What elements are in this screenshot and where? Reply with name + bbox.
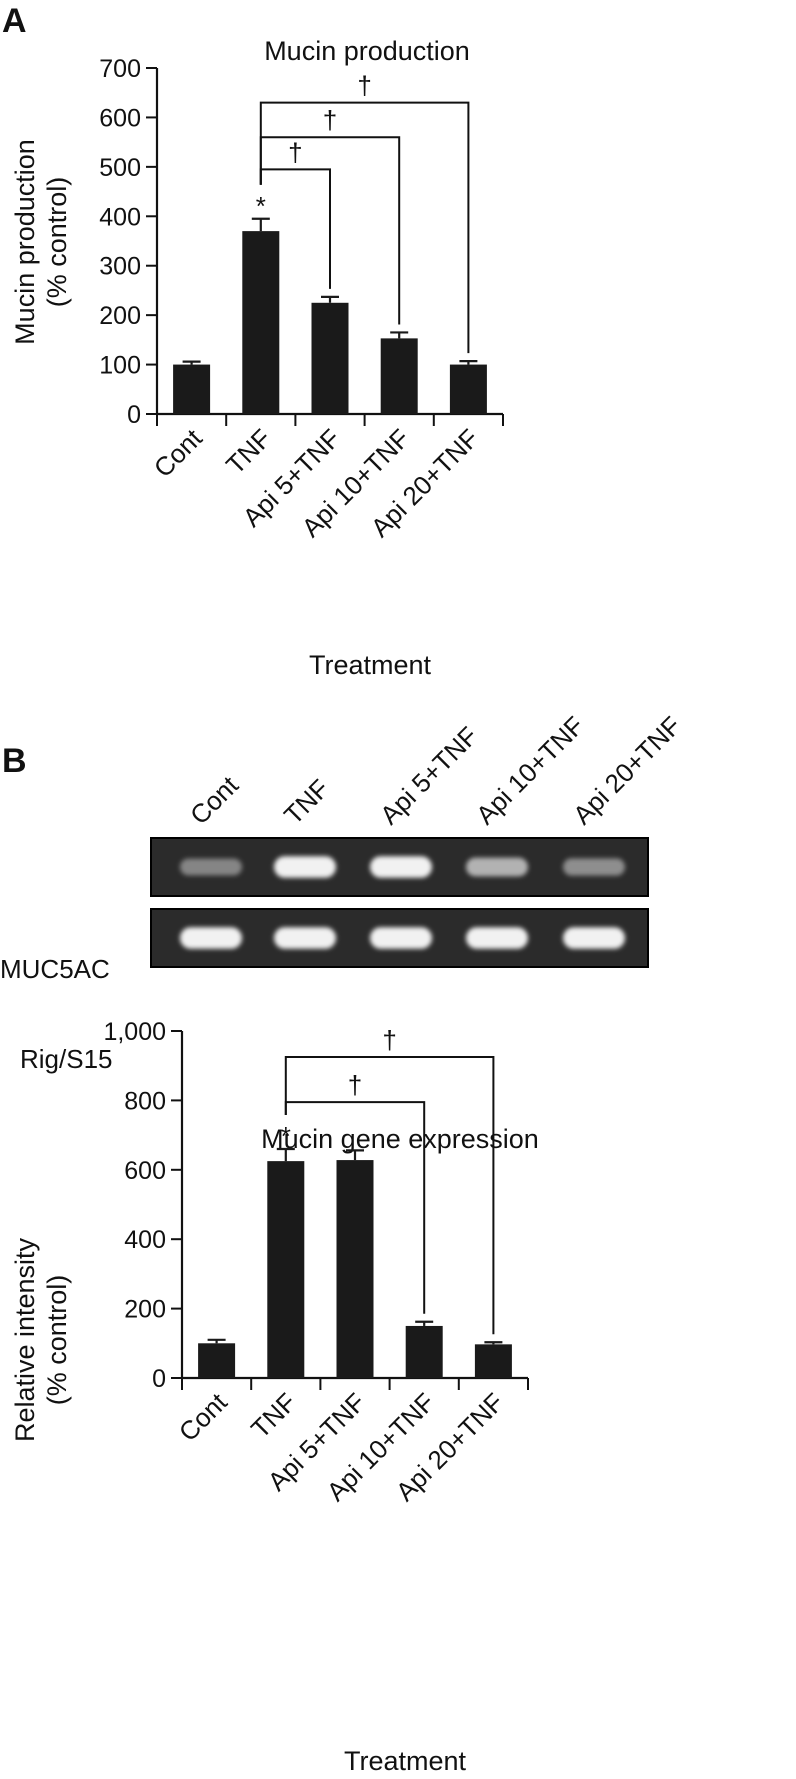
bar-api-10-tnf	[380, 338, 418, 414]
panel-a-letter: A	[2, 2, 27, 40]
bar-api-20-tnf	[449, 364, 487, 414]
y-tick-label: 100	[99, 352, 141, 380]
panel-b-significance: * † †	[281, 1025, 495, 1335]
gel-lane-label-tnf: TNF	[278, 773, 335, 830]
panel-a: A Mucin production Mucin production (% c…	[2, 2, 504, 680]
panel-b-ylabel: Relative intensity (% control)	[10, 1237, 72, 1442]
y-tick-label: 0	[127, 401, 141, 429]
panel-b-y-ticks: 0 200 400 600 800 1,000	[103, 1018, 182, 1393]
gel-band	[180, 927, 242, 949]
gel-band	[466, 857, 528, 877]
gel-band	[274, 927, 336, 949]
y-tick-label: 600	[99, 104, 141, 132]
bar-tnf	[267, 1161, 305, 1378]
x-tick-label-cont: Cont	[173, 1386, 234, 1447]
y-tick-label: 200	[99, 302, 141, 330]
y-tick-label: 700	[99, 55, 141, 83]
panel-a-y-ticks: 0 100 200 300 400 500 600 700	[99, 55, 157, 429]
gel-band	[180, 858, 242, 876]
x-tick-label-tnf: TNF	[220, 423, 277, 480]
panel-b-ylabel-line1: Relative intensity	[10, 1237, 40, 1442]
gel-band	[563, 927, 625, 949]
gel-lane-label-api-5-tnf: Api 5+TNF	[374, 721, 484, 831]
y-tick-label: 800	[124, 1087, 166, 1115]
y-tick-label: 300	[99, 253, 141, 281]
panel-b-letter: B	[2, 742, 27, 780]
panel-a-xlabel: Treatment	[309, 650, 432, 680]
gel-image	[150, 837, 649, 968]
y-tick-label: 600	[124, 1157, 166, 1185]
bar-api-5-tnf	[311, 302, 349, 414]
significance-star: *	[256, 191, 266, 221]
panel-a-title: Mucin production	[264, 36, 470, 66]
gel-band	[274, 856, 336, 878]
comparison-dagger: †	[382, 1025, 396, 1055]
bar-api-10-tnf	[405, 1325, 443, 1378]
gel-row-label-rigs15: Rig/S15	[20, 1044, 113, 1074]
bar-cont	[198, 1343, 236, 1378]
y-tick-label: 0	[152, 1365, 166, 1393]
comparison-bracket	[259, 101, 470, 354]
comparison-dagger: †	[323, 105, 337, 135]
gel-band	[370, 927, 432, 949]
y-tick-label: 1,000	[103, 1018, 166, 1046]
gel-band	[466, 927, 528, 949]
gel-row-label-muc5ac: MUC5AC	[0, 954, 110, 984]
gel-lane-label-cont: Cont	[184, 770, 245, 831]
panel-a-significance: * † † †	[256, 71, 470, 354]
panel-b-xlabel: Treatment	[344, 1746, 467, 1776]
comparison-dagger: †	[348, 1070, 362, 1100]
y-tick-label: 200	[124, 1296, 166, 1324]
gel-band	[370, 856, 432, 878]
panel-b-bars	[198, 1147, 512, 1378]
bar-api-5-tnf	[336, 1160, 374, 1378]
y-tick-label: 500	[99, 154, 141, 182]
y-tick-label: 400	[99, 203, 141, 231]
panel-a-ylabel: Mucin production (% control)	[10, 139, 72, 345]
bar-api-20-tnf	[474, 1344, 512, 1378]
comparison-dagger: †	[357, 71, 371, 101]
panel-a-ylabel-line1: Mucin production	[10, 139, 40, 345]
panel-b-ylabel-line2: (% control)	[42, 1275, 72, 1406]
panel-a-bars	[173, 217, 487, 414]
bar-cont	[173, 364, 211, 414]
bar-tnf	[242, 231, 280, 414]
panel-a-ylabel-line2: (% control)	[42, 177, 72, 308]
comparison-bracket	[284, 1056, 495, 1335]
significance-star: *	[281, 1121, 291, 1151]
x-tick-label-cont: Cont	[148, 422, 209, 483]
panel-b-title: Mucin gene expression	[261, 1124, 539, 1154]
y-tick-label: 400	[124, 1226, 166, 1254]
comparison-dagger: †	[288, 137, 302, 167]
x-tick-label-tnf: TNF	[245, 1387, 302, 1444]
gel-band	[563, 858, 625, 876]
